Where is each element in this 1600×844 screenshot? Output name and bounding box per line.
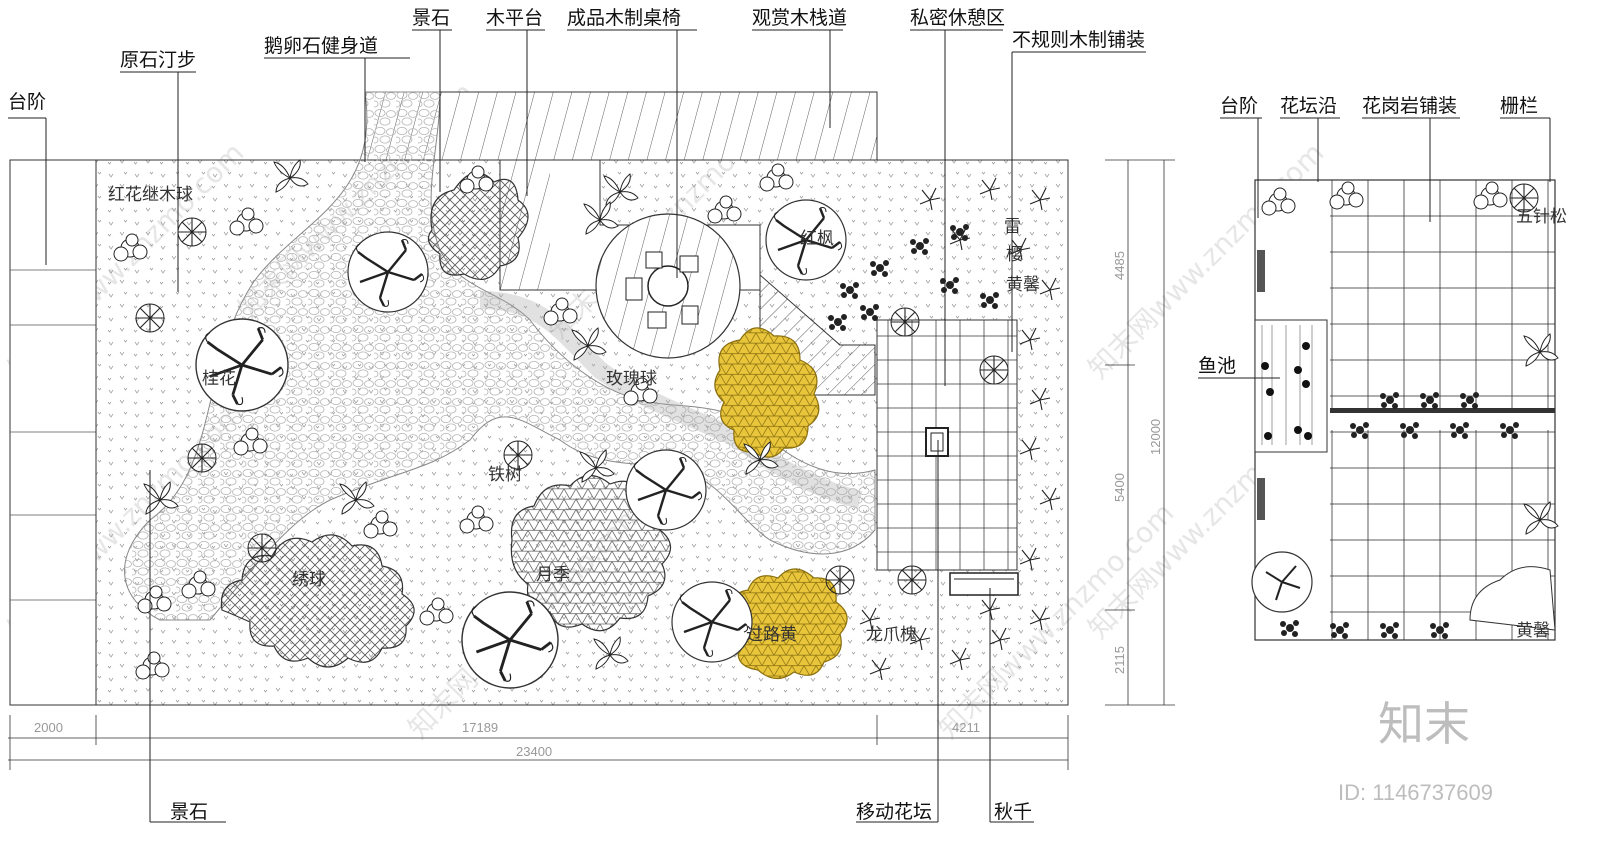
callout-boardwalk: 观赏木栈道 <box>752 7 847 29</box>
swing <box>949 572 1019 596</box>
plant-symbol <box>897 565 927 595</box>
plant-label: 红花继木球 <box>108 185 193 205</box>
pebble-path <box>124 91 876 621</box>
callout-pebble-path: 鹅卵石健身道 <box>264 35 378 57</box>
right-callout-fish-pond: 鱼池 <box>1198 355 1236 377</box>
right-callout-fence: 栅栏 <box>1500 95 1538 117</box>
plant-label: 月季 <box>536 565 570 585</box>
lysimachia-bed <box>726 568 848 680</box>
plant-symbol <box>177 217 207 247</box>
wooden-chair <box>647 311 667 329</box>
wooden-table <box>647 265 689 307</box>
yellow-shrub-bed <box>714 327 820 458</box>
plant-label: 绣球 <box>292 570 326 590</box>
right-callout-granite-paving: 花岗岩铺装 <box>1362 95 1457 117</box>
dimension-lines: 2000 17189 4211 23400 4485 5400 2115 120… <box>8 159 1175 770</box>
rose-bed <box>510 474 672 632</box>
dimension-label: 2000 <box>34 720 63 735</box>
top-callouts: 台阶 原石汀步 鹅卵石健身道 景石 木平台 成品木制桌椅 观赏木栈道 私密休憩区… <box>8 7 1146 386</box>
callout-landscape-rock: 景石 <box>412 7 450 29</box>
brand-logo-text: 知末 <box>1378 697 1470 751</box>
callout-private-area: 私密休憩区 <box>910 7 1005 29</box>
brand-block: 知末 ID: 1146737609 <box>1338 697 1493 805</box>
callout-stone-stepping: 原石汀步 <box>120 49 196 71</box>
tree-symbol <box>460 590 560 690</box>
tree-symbol <box>670 580 754 664</box>
plant-symbol <box>135 303 165 333</box>
jasmine-bed <box>1469 566 1556 631</box>
callout-landscape-rock-bottom: 景石 <box>170 801 208 823</box>
plant-label: 龙爪槐 <box>866 625 917 645</box>
right-site-plan: 台阶 花坛沿 花岗岩铺装 栅栏 鱼池 五针松 黄馨 <box>1198 95 1567 641</box>
dimension-label: 2115 <box>1112 646 1127 674</box>
wooden-chair <box>645 251 663 269</box>
tree-symbol <box>624 448 708 532</box>
plant-symbol <box>187 443 217 473</box>
dimension-label: 4211 <box>952 720 980 735</box>
plant-label: 红枫 <box>800 229 834 249</box>
plant-symbol <box>247 533 277 563</box>
main-site-plan: 红花继木球 桂花 绣球 铁树 玫瑰球 红枫 雷 樱 黄馨 月季 过路黄 龙爪槐 <box>9 91 1069 706</box>
plant-label: 樱 <box>1006 245 1023 265</box>
callout-steps: 台阶 <box>8 91 46 113</box>
dimension-label: 4485 <box>1112 251 1127 280</box>
plant-label: 玫瑰球 <box>606 369 657 389</box>
wooden-chair <box>679 255 699 273</box>
planter-edge <box>1330 408 1555 413</box>
mobile-planter <box>925 427 949 457</box>
plant-symbol <box>979 355 1009 385</box>
boardwalk-planks <box>365 92 877 160</box>
steps-area <box>9 159 97 706</box>
shrub-mass <box>427 172 529 281</box>
callout-mobile-planter: 移动花坛 <box>856 801 932 823</box>
right-callout-planter-edge: 花坛沿 <box>1280 95 1337 117</box>
wooden-chair <box>625 277 643 301</box>
plant-symbol <box>890 307 920 337</box>
granite-paving <box>1330 180 1555 410</box>
fish-pond <box>1254 319 1328 453</box>
osmanthus-tree <box>194 317 290 413</box>
plant-label: 过路黄 <box>746 625 797 645</box>
plant-label: 桂花 <box>202 369 236 389</box>
step-mark <box>1257 250 1265 292</box>
plant-label: 铁树 <box>488 465 522 485</box>
callout-irregular-paving: 不规则木制铺装 <box>1012 29 1145 51</box>
right-plant-label: 黄馨 <box>1516 621 1550 641</box>
callout-wooden-furniture: 成品木制桌椅 <box>567 7 681 29</box>
wooden-chair <box>681 305 699 325</box>
plant-symbol <box>825 565 855 595</box>
right-plant-label: 五针松 <box>1516 207 1567 227</box>
tree-symbol <box>346 230 430 314</box>
image-id-text: ID: 1146737609 <box>1338 780 1493 805</box>
bottom-callouts: 景石 移动花坛 秋千 <box>149 440 1034 823</box>
dimension-label: 12000 <box>1148 419 1163 455</box>
dimension-label: 23400 <box>516 744 552 759</box>
dimension-label: 5400 <box>1112 473 1127 502</box>
step-mark <box>1257 478 1265 520</box>
dimension-label: 17189 <box>462 720 498 735</box>
callout-swing: 秋千 <box>994 801 1032 823</box>
hydrangea-bed <box>220 534 415 668</box>
plant-label: 黄馨 <box>1006 275 1040 295</box>
callout-wood-deck: 木平台 <box>486 7 543 29</box>
right-callout-steps: 台阶 <box>1220 95 1258 117</box>
